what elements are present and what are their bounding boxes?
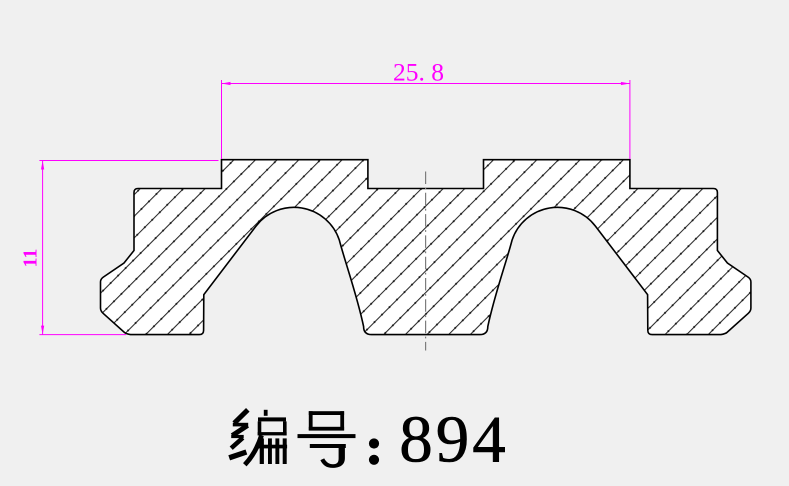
svg-text:11: 11 — [20, 249, 42, 268]
svg-text:894: 894 — [399, 403, 509, 477]
svg-text:25. 8: 25. 8 — [393, 57, 444, 86]
